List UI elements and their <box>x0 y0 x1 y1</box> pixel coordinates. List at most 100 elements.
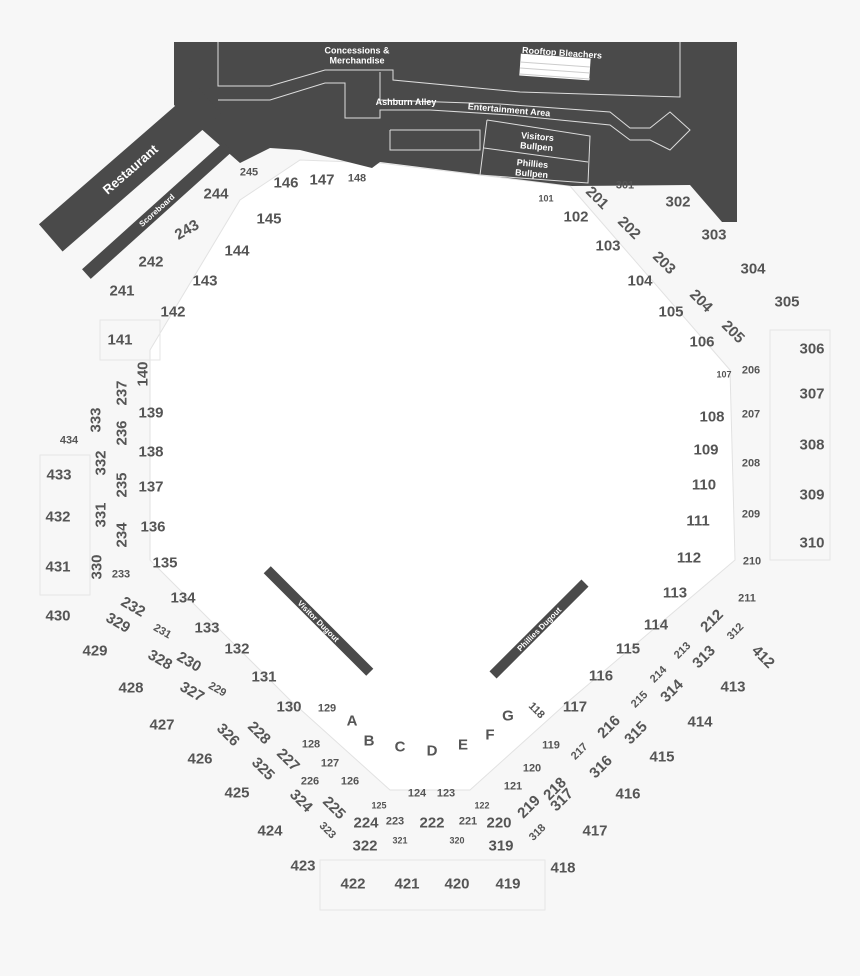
section-305[interactable]: 305 <box>774 293 800 311</box>
section-226[interactable]: 226 <box>300 775 320 788</box>
section-211[interactable]: 211 <box>738 592 756 605</box>
section-224[interactable]: 224 <box>353 814 379 832</box>
section-209[interactable]: 209 <box>741 508 761 521</box>
section-127[interactable]: 127 <box>320 757 340 770</box>
section-221[interactable]: 221 <box>458 815 478 828</box>
section-125[interactable]: 125 <box>371 800 387 811</box>
section-235[interactable]: 235 <box>113 472 131 498</box>
section-106[interactable]: 106 <box>689 333 715 351</box>
section-422[interactable]: 422 <box>340 875 366 893</box>
section-236[interactable]: 236 <box>113 420 131 446</box>
section-303[interactable]: 303 <box>701 226 727 244</box>
section-301[interactable]: 301 <box>615 179 635 192</box>
section-144[interactable]: 144 <box>224 242 250 260</box>
section-G[interactable]: G <box>502 707 514 725</box>
section-115[interactable]: 115 <box>615 640 641 658</box>
section-140[interactable]: 140 <box>134 361 152 387</box>
section-116[interactable]: 116 <box>588 667 614 685</box>
section-242[interactable]: 242 <box>138 253 164 271</box>
section-123[interactable]: 123 <box>436 787 456 800</box>
section-428[interactable]: 428 <box>118 679 144 697</box>
section-210[interactable]: 210 <box>742 555 762 568</box>
section-134[interactable]: 134 <box>170 589 196 607</box>
section-119[interactable]: 119 <box>542 739 560 752</box>
section-114[interactable]: 114 <box>643 616 669 634</box>
section-310[interactable]: 310 <box>799 534 825 552</box>
section-320[interactable]: 320 <box>449 835 465 846</box>
section-139[interactable]: 139 <box>138 404 164 422</box>
section-414[interactable]: 414 <box>687 713 713 731</box>
section-142[interactable]: 142 <box>160 303 186 321</box>
section-E[interactable]: E <box>457 736 469 754</box>
section-132[interactable]: 132 <box>224 640 250 658</box>
section-306[interactable]: 306 <box>799 340 825 358</box>
section-432[interactable]: 432 <box>45 508 71 526</box>
section-121[interactable]: 121 <box>503 780 523 793</box>
section-208[interactable]: 208 <box>741 457 761 470</box>
section-233[interactable]: 233 <box>111 568 131 581</box>
section-136[interactable]: 136 <box>140 518 166 536</box>
section-223[interactable]: 223 <box>385 815 405 828</box>
section-145[interactable]: 145 <box>256 210 282 228</box>
section-424[interactable]: 424 <box>257 822 283 840</box>
section-308[interactable]: 308 <box>799 436 825 454</box>
section-141[interactable]: 141 <box>107 331 133 349</box>
section-D[interactable]: D <box>426 742 438 760</box>
section-133[interactable]: 133 <box>194 619 220 637</box>
section-425[interactable]: 425 <box>224 784 250 802</box>
section-241[interactable]: 241 <box>109 282 135 300</box>
section-426[interactable]: 426 <box>187 750 213 768</box>
section-C[interactable]: C <box>394 738 406 756</box>
section-148[interactable]: 148 <box>347 172 367 185</box>
section-129[interactable]: 129 <box>317 702 337 715</box>
section-108[interactable]: 108 <box>699 408 725 426</box>
section-332[interactable]: 332 <box>92 450 110 476</box>
section-322[interactable]: 322 <box>352 837 378 855</box>
section-421[interactable]: 421 <box>394 875 420 893</box>
section-431[interactable]: 431 <box>45 558 71 576</box>
section-429[interactable]: 429 <box>82 642 108 660</box>
section-307[interactable]: 307 <box>799 385 825 403</box>
section-112[interactable]: 112 <box>676 549 702 567</box>
section-A[interactable]: A <box>346 712 358 730</box>
section-135[interactable]: 135 <box>152 554 178 572</box>
section-124[interactable]: 124 <box>407 787 427 800</box>
section-103[interactable]: 103 <box>595 237 621 255</box>
section-433[interactable]: 433 <box>46 466 72 484</box>
section-222[interactable]: 222 <box>419 814 445 832</box>
section-113[interactable]: 113 <box>662 584 688 602</box>
section-120[interactable]: 120 <box>522 762 542 775</box>
section-415[interactable]: 415 <box>649 748 675 766</box>
section-423[interactable]: 423 <box>290 857 316 875</box>
section-309[interactable]: 309 <box>799 486 825 504</box>
section-417[interactable]: 417 <box>582 822 608 840</box>
section-146[interactable]: 146 <box>273 174 299 192</box>
section-244[interactable]: 244 <box>203 185 229 203</box>
section-330[interactable]: 330 <box>88 554 106 580</box>
section-427[interactable]: 427 <box>149 716 175 734</box>
section-434[interactable]: 434 <box>59 434 79 447</box>
section-319[interactable]: 319 <box>488 837 514 855</box>
section-104[interactable]: 104 <box>627 272 653 290</box>
section-126[interactable]: 126 <box>340 775 360 788</box>
section-105[interactable]: 105 <box>658 303 684 321</box>
section-302[interactable]: 302 <box>665 193 691 211</box>
section-111[interactable]: 111 <box>686 512 710 530</box>
section-245[interactable]: 245 <box>239 166 259 179</box>
section-237[interactable]: 237 <box>113 380 131 406</box>
section-F[interactable]: F <box>485 726 495 744</box>
section-B[interactable]: B <box>363 732 375 750</box>
section-331[interactable]: 331 <box>92 502 110 528</box>
section-109[interactable]: 109 <box>693 441 719 459</box>
section-220[interactable]: 220 <box>486 814 512 832</box>
section-304[interactable]: 304 <box>740 260 766 278</box>
section-107[interactable]: 107 <box>716 369 732 380</box>
section-419[interactable]: 419 <box>495 875 521 893</box>
section-110[interactable]: 110 <box>691 476 717 494</box>
section-420[interactable]: 420 <box>444 875 470 893</box>
section-122[interactable]: 122 <box>474 800 490 811</box>
section-143[interactable]: 143 <box>192 272 218 290</box>
section-418[interactable]: 418 <box>550 859 576 877</box>
section-101[interactable]: 101 <box>538 193 554 204</box>
section-117[interactable]: 117 <box>562 698 588 716</box>
